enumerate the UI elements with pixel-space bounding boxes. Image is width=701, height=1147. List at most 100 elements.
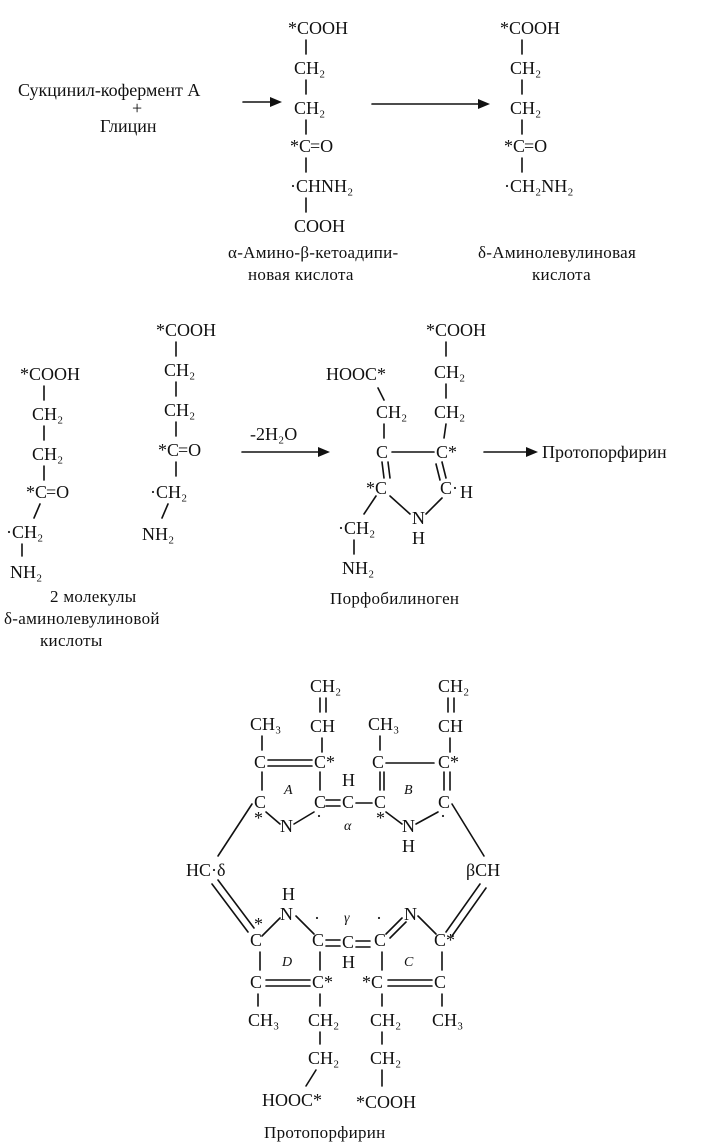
- caption-amino-keto-2: новая кислота: [248, 265, 354, 284]
- propionate-ch2-d1: CH₂: [308, 1010, 339, 1030]
- group-ch2-dot: ·CH₂: [6, 522, 43, 542]
- ring-d-dot: ·: [314, 908, 320, 928]
- ring-b-carbon: C: [438, 792, 450, 812]
- ala-molecule-1: *COOH CH₂ CH₂ *C =O ·CH₂ NH₂: [6, 364, 80, 582]
- ring-carbon-star: C*: [436, 442, 457, 462]
- bond: [265, 811, 281, 825]
- ring-a-carbon: C: [314, 792, 326, 812]
- caption-amino-keto-1: α-Амино-β-кетоадипи-: [228, 243, 399, 262]
- ring-a-nitrogen: N: [280, 816, 293, 836]
- group-eq-o: =O: [178, 440, 201, 460]
- caption-two-molecules-2: δ-аминолевулиновой: [4, 609, 160, 628]
- group-ch2: CH₂: [164, 400, 195, 420]
- bond: [445, 883, 481, 933]
- bond: [293, 811, 315, 825]
- methyl-a: CH₃: [250, 714, 281, 734]
- bridge-gamma-carbon: C: [342, 932, 354, 952]
- bond: [377, 387, 385, 401]
- vinyl-ch-a: CH: [310, 716, 335, 736]
- caption-ala-1: δ-Аминолевулиновая: [478, 243, 636, 262]
- bond: [217, 879, 255, 929]
- porphobilinogen: *COOH CH₂ CH₂ HOOC* CH₂ C C* *C C· H N H: [326, 320, 486, 578]
- ring-b-carbon-star: C*: [438, 752, 459, 772]
- ring-b-hydrogen: H: [402, 836, 415, 856]
- bridge-alpha-label: α: [344, 819, 352, 834]
- group-nh2: NH₂: [342, 558, 374, 578]
- bond: [217, 803, 253, 857]
- group-ch2: CH₂: [164, 360, 195, 380]
- methyl-b: CH₃: [368, 714, 399, 734]
- bond: [305, 1069, 317, 1087]
- bond: [451, 887, 487, 937]
- bridge-gamma-hydrogen: H: [342, 952, 355, 972]
- group-cooh-star: *COOH: [156, 320, 216, 340]
- arrow-1-head: [270, 97, 282, 107]
- methyl-d: CH₃: [248, 1010, 279, 1030]
- group-ch2nh2: ·CH₂NH₂: [504, 176, 574, 196]
- succinyl-coa-label: Сукцинил-кофермент А: [18, 80, 200, 100]
- group-ch2: CH₂: [434, 402, 465, 422]
- caption-porphobilinogen: Порфобилиноген: [330, 589, 459, 608]
- group-ch2: CH₂: [294, 98, 325, 118]
- vinyl-ch2-b: CH₂: [438, 676, 469, 696]
- ring-hydrogen: H: [412, 528, 425, 548]
- bond: [385, 917, 403, 935]
- group-eq-o: =O: [524, 136, 547, 156]
- glycine-label: Глицин: [100, 116, 157, 136]
- ring-label-a: A: [283, 783, 293, 798]
- ring-d-nitrogen: N: [280, 904, 293, 924]
- group-ch2: CH₂: [376, 402, 407, 422]
- ring-hydrogen: H: [460, 482, 473, 502]
- group-ch2: CH₂: [434, 362, 465, 382]
- ring-d-carbon: C: [250, 972, 262, 992]
- ring-b-star: *: [376, 808, 385, 828]
- ring-a-carbon: C: [254, 792, 266, 812]
- ring-c-carbon: C: [374, 930, 386, 950]
- product-protoporphyrin: Протопорфирин: [542, 442, 667, 462]
- group-c-star: *C: [504, 136, 525, 156]
- ring-c-carbon: C: [434, 972, 446, 992]
- group-cooh-star: *COOH: [20, 364, 80, 384]
- bond: [451, 803, 485, 857]
- ring-carbon-star: *C: [366, 478, 387, 498]
- group-ch2: CH₂: [32, 404, 63, 424]
- caption-ala-2: кислота: [532, 265, 591, 284]
- group-eq-o: =O: [46, 482, 69, 502]
- bridge-gamma-label: γ: [344, 911, 350, 926]
- group-hooc-star: HOOC*: [326, 364, 386, 384]
- ala-molecule-2: *COOH CH₂ CH₂ *C =O ·CH₂ NH₂: [142, 320, 216, 544]
- bond: [389, 921, 407, 939]
- ring-c-carbon-star: C*: [434, 930, 455, 950]
- bond: [33, 503, 41, 519]
- group-c-star: *C: [158, 440, 179, 460]
- group-ch2-dot: ·CH₂: [150, 482, 187, 502]
- group-ch2: CH₂: [294, 58, 325, 78]
- bond: [211, 883, 249, 933]
- arrow-2-head: [478, 99, 490, 109]
- bond: [389, 495, 411, 515]
- bond: [387, 461, 391, 479]
- group-eq-o: =O: [310, 136, 333, 156]
- group-ch2: CH₂: [510, 98, 541, 118]
- propionate-ch2-d2: CH₂: [308, 1048, 339, 1068]
- caption-protoporphyrin: Протопорфирин: [264, 1123, 386, 1142]
- bridge-alpha-hydrogen: H: [342, 770, 355, 790]
- ring-label-b: B: [404, 783, 413, 798]
- plus-sign: +: [132, 98, 142, 118]
- row-1-condensation: Сукцинил-кофермент А + Глицин *COOH CH₂ …: [18, 18, 636, 284]
- ring-d-carbon: C: [312, 930, 324, 950]
- reagent-minus-water: -2H₂O: [250, 424, 297, 444]
- group-cooh-star: *COOH: [500, 18, 560, 38]
- bond: [417, 915, 437, 935]
- bond: [363, 495, 377, 515]
- bond: [415, 811, 439, 825]
- amino-ketoadipic-acid: *COOH CH₂ CH₂ *C =O ·CHNH₂ COOH: [288, 18, 353, 236]
- vinyl-ch2-a: CH₂: [310, 676, 341, 696]
- propionate-cooh-star: *COOH: [356, 1092, 416, 1112]
- bridge-alpha-carbon: C: [342, 792, 354, 812]
- ring-d-carbon-star: C*: [312, 972, 333, 992]
- ring-carbon: C: [376, 442, 388, 462]
- vinyl-ch-b: CH: [438, 716, 463, 736]
- group-c-star: *C: [26, 482, 47, 502]
- ring-b-carbon: C: [374, 792, 386, 812]
